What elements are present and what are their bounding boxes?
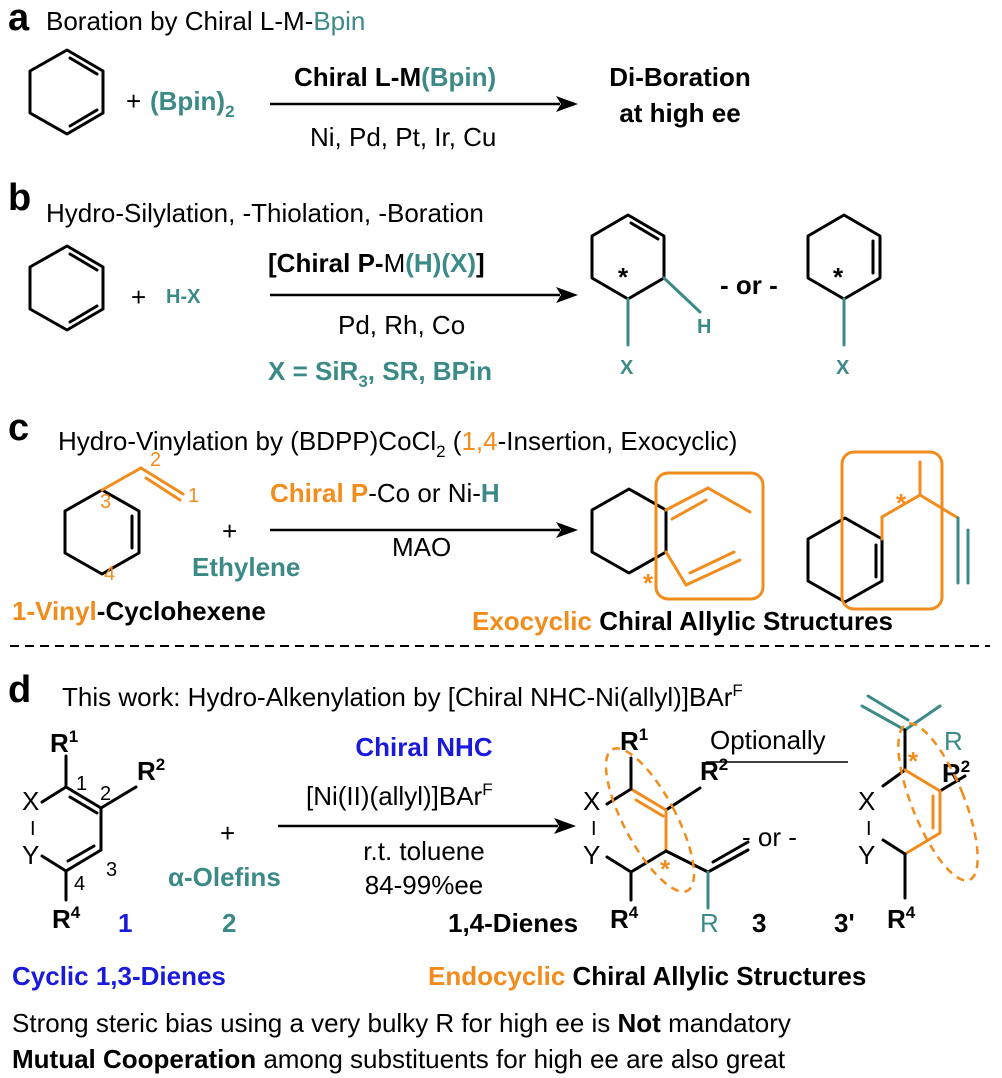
product-c-1: * <box>590 471 765 601</box>
star-p3: * <box>660 854 671 884</box>
panel-d-label: d <box>8 669 31 711</box>
locant-d4: 4 <box>74 873 85 895</box>
or-b: - or - <box>720 270 778 300</box>
r1-label-p3: R1 <box>620 725 648 756</box>
reagent-hx: H-X <box>166 286 201 308</box>
r4-label-p3: R4 <box>610 903 639 934</box>
h-label-b1: H <box>697 316 711 338</box>
locant-d1: 1 <box>76 773 87 795</box>
reagent-ethylene: Ethylene <box>192 552 300 582</box>
cyclohexadiene-a <box>28 48 105 136</box>
star-p3p: * <box>908 746 919 776</box>
y-atom: Y <box>22 840 39 870</box>
r4-label: R4 <box>52 903 81 934</box>
r4-label-p3p: R4 <box>887 903 916 934</box>
product-d-caption: Endocyclic Chiral Allylic Structures <box>428 961 866 991</box>
substrate-c-caption: 1-Vinyl-Cyclohexene <box>12 596 266 626</box>
star-c2: * <box>896 488 907 518</box>
plus-c: + <box>222 516 237 546</box>
r-label-p3p: R <box>944 726 963 756</box>
r2-label-p3: R2 <box>700 755 728 786</box>
plus-a: + <box>126 86 141 116</box>
vinyl-cyclohexene: 3 2 1 4 <box>63 449 199 585</box>
x-label-b2: X <box>836 357 850 379</box>
product-3: R1 R2 R4 X I Y R * <box>583 725 750 938</box>
reagent-olefins: α-Olefins <box>168 862 281 892</box>
r2-label: R2 <box>137 755 165 786</box>
panel-c-label: c <box>8 407 29 449</box>
panel-b-title: Hydro-Silylation, -Thiolation, -Boration <box>46 198 484 228</box>
y-atom-p3p: Y <box>858 840 875 870</box>
condition-d-low: r.t. toluene <box>363 836 484 866</box>
locant-2: 2 <box>150 449 161 471</box>
r-label-p3: R <box>700 908 719 938</box>
cyclohexadiene-b <box>28 244 105 332</box>
r2-label-p3p: R2 <box>942 757 970 788</box>
star-b2: * <box>833 262 844 292</box>
product-b-2: * X <box>806 213 882 379</box>
substrate-d-caption: Cyclic 1,3-Dienes <box>12 961 226 991</box>
optionally-label: Optionally <box>710 725 826 755</box>
condition-b-bottom: X = SiR3, SR, BPin <box>268 356 492 391</box>
compound-2-number: 2 <box>222 908 236 938</box>
product-a-line2: at high ee <box>619 98 740 128</box>
or-d: - or - <box>742 822 797 852</box>
dienes-label: 1,4-Dienes <box>448 908 578 938</box>
compound-3p-number: 3' <box>834 908 855 938</box>
substrate-diene-1: R1 R2 R4 X I Y 1 2 3 4 <box>22 727 165 934</box>
plus-b: + <box>131 282 146 312</box>
condition-c-top: Chiral P-Co or Ni-H <box>270 478 500 508</box>
condition-d-mid: [Ni(II)(allyl)]BArF <box>306 780 493 811</box>
compound-1-number: 1 <box>118 908 132 938</box>
reagent-bpin2: (Bpin)2 <box>150 86 235 121</box>
star-c1: * <box>643 568 654 598</box>
x-atom-p3p: X <box>858 786 875 816</box>
condition-d-top: Chiral NHC <box>355 732 492 762</box>
locant-3: 3 <box>100 491 111 513</box>
y-atom-p3: Y <box>583 840 600 870</box>
i-link-p3: I <box>591 818 597 840</box>
condition-b-mid: Pd, Rh, Co <box>338 310 465 340</box>
locant-4: 4 <box>104 563 115 585</box>
i-link: I <box>30 818 36 840</box>
product-3-prime: R R2 R4 X I Y * <box>858 694 979 934</box>
panel-d-title: This work: Hydro-Alkenylation by [Chiral… <box>62 681 743 712</box>
condition-d-ee: 84-99%ee <box>365 870 484 900</box>
product-b-1: * H X <box>590 213 711 379</box>
locant-d3: 3 <box>106 859 117 881</box>
condition-c-bottom: MAO <box>392 532 451 562</box>
product-a-line1: Di-Boration <box>609 62 751 92</box>
note-line-1: Strong steric bias using a very bulky R … <box>12 1008 791 1038</box>
plus-d: + <box>220 818 235 848</box>
product-c-2: * <box>806 450 970 611</box>
product-c-caption: Exocyclic Chiral Allylic Structures <box>472 606 893 636</box>
locant-d2: 2 <box>100 783 111 805</box>
x-atom-p3: X <box>583 786 600 816</box>
panel-c-title: Hydro-Vinylation by (BDPP)CoCl2 (1,4-Ins… <box>58 426 737 461</box>
r1-label: R1 <box>50 727 78 758</box>
panel-a-title: Boration by Chiral L-M-Bpin <box>46 6 365 36</box>
i-link-p3p: I <box>866 818 872 840</box>
star-b1: * <box>618 262 629 292</box>
condition-a-bottom: Ni, Pd, Pt, Ir, Cu <box>310 122 496 152</box>
locant-1: 1 <box>188 485 199 507</box>
condition-b-top: [Chiral P-M(H)(X)] <box>268 248 485 278</box>
x-atom: X <box>22 786 39 816</box>
note-line-2: Mutual Cooperation among substituents fo… <box>12 1044 786 1074</box>
panel-b-label: b <box>8 177 31 219</box>
compound-3-number: 3 <box>752 908 766 938</box>
x-label-b1: X <box>620 357 634 379</box>
panel-a-label: a <box>8 0 30 39</box>
condition-a-top: Chiral L-M(Bpin) <box>294 62 496 92</box>
